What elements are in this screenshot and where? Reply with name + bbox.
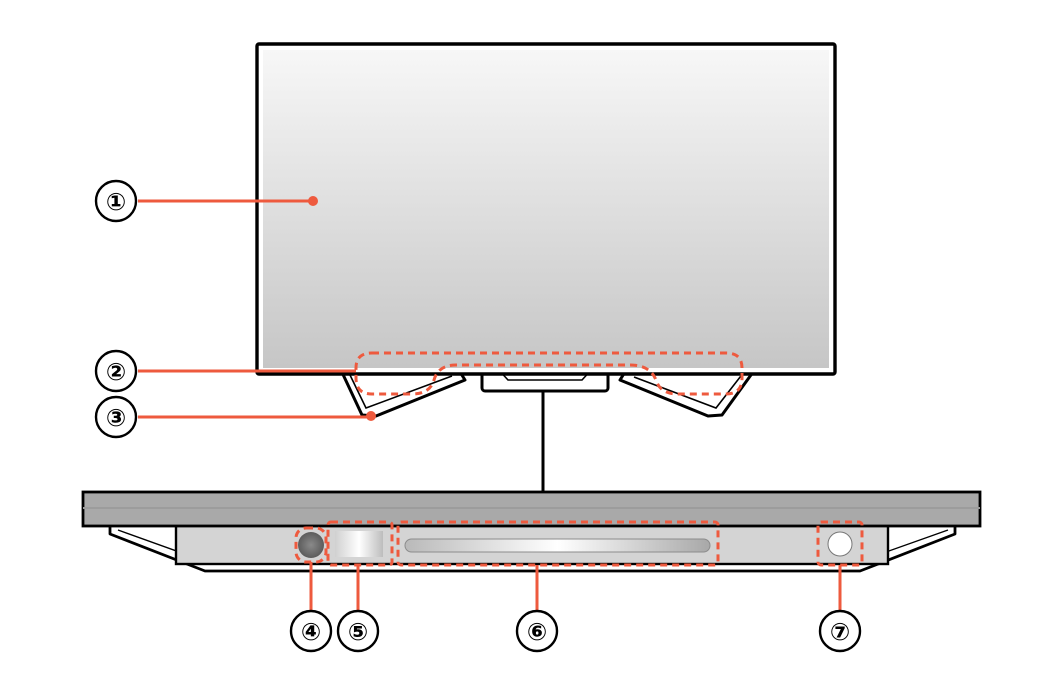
- callout-badge-2: ②: [94, 349, 138, 393]
- callout-badge-6: ⑥: [515, 609, 559, 653]
- callout-2-label: ②: [106, 358, 126, 386]
- indicator-lamp: [404, 538, 711, 553]
- light-sensor: [827, 531, 853, 557]
- tv-screen: [255, 42, 837, 376]
- callout-5-label: ⑤: [348, 618, 368, 646]
- tv-bottom-view: [81, 490, 982, 573]
- zone-light-sensor: [816, 520, 864, 567]
- zone-sensor: [326, 520, 394, 567]
- callout-1-label: ①: [106, 188, 126, 216]
- remote-sensor: [335, 531, 383, 557]
- callout-3-label: ③: [106, 404, 126, 432]
- control-knob[interactable]: [298, 532, 324, 558]
- callout-dots: [308, 196, 376, 421]
- callout-badge-7: ⑦: [818, 609, 862, 653]
- callout-badge-5: ⑤: [336, 609, 380, 653]
- callout-lines: [138, 199, 842, 610]
- callout-4-label: ④: [301, 618, 321, 646]
- zone-indicator: [396, 520, 720, 567]
- callout-badge-1: ①: [94, 179, 138, 223]
- highlight-zones: [294, 351, 864, 567]
- callout-7-label: ⑦: [830, 618, 850, 646]
- callout-badge-4: ④: [289, 609, 333, 653]
- callout-6-label: ⑥: [527, 618, 547, 646]
- callout-badge-3: ③: [94, 395, 138, 439]
- tv-front-view: [255, 42, 837, 492]
